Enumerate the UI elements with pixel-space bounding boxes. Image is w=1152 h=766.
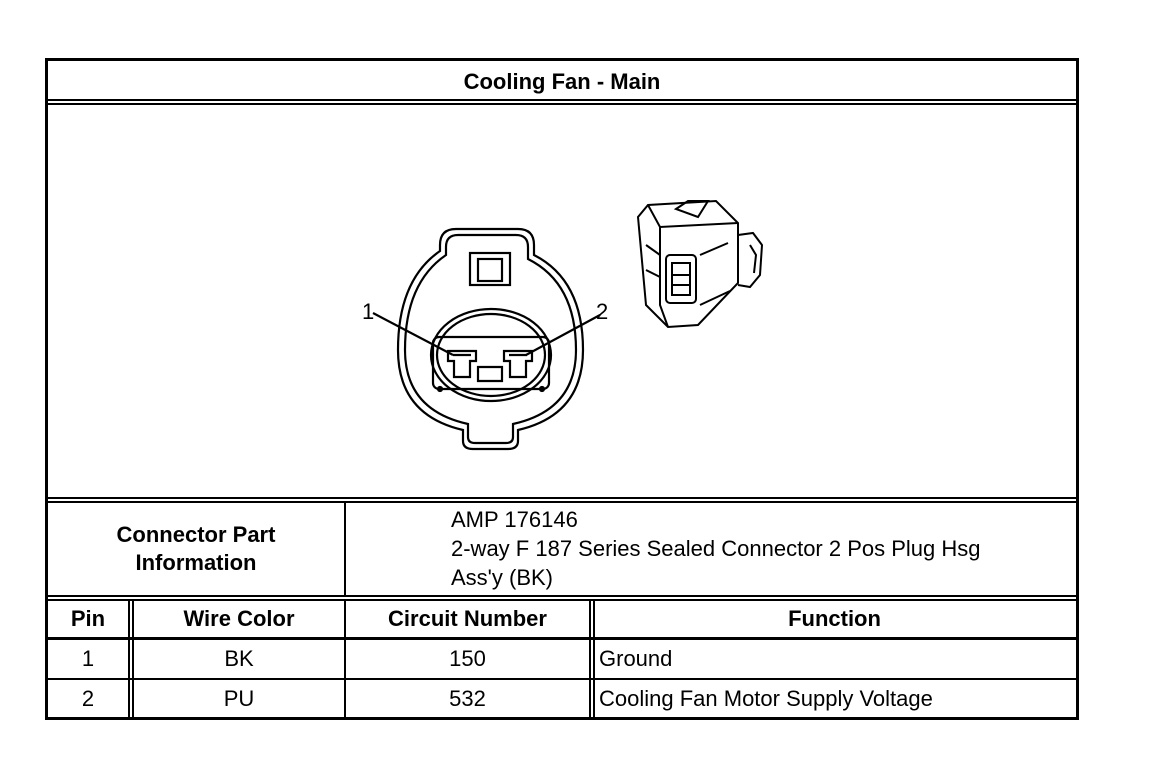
row-1-circuit: 150 — [449, 646, 486, 671]
divider — [132, 599, 134, 717]
connector-part-label-line1: Connector Part — [116, 522, 276, 547]
connector-part-label: Connector Part Information — [48, 503, 344, 595]
connector-perspective-view — [636, 199, 764, 329]
divider — [128, 599, 130, 717]
connector-housing-inner — [403, 233, 578, 445]
table-title: Cooling Fan - Main — [463, 69, 661, 94]
divider — [48, 497, 1076, 499]
header-circuit-number: Circuit Number — [388, 606, 547, 631]
pin-label-1: 1 — [362, 299, 374, 324]
row-2-function: Cooling Fan Motor Supply Voltage — [599, 686, 933, 711]
pin-2-leader — [525, 314, 601, 356]
seal-ring-inner — [435, 312, 547, 398]
divider — [48, 637, 1076, 640]
pin-label-2: 2 — [596, 299, 608, 324]
divider — [593, 599, 595, 717]
connector-part-label-line2: Information — [135, 550, 257, 575]
divider — [48, 99, 1076, 101]
connector-table: Cooling Fan - Main — [45, 58, 1079, 720]
part-description-cont: Ass'y (BK) — [451, 565, 553, 590]
divider — [344, 599, 346, 717]
divider — [48, 599, 1076, 601]
pin-1-leader — [372, 312, 454, 356]
row-2-wire-color: PU — [223, 686, 255, 711]
divider — [48, 595, 1076, 597]
row-1-pin: 1 — [81, 646, 95, 671]
divider — [589, 599, 591, 717]
row-2-circuit: 532 — [449, 686, 486, 711]
connector-part-info: AMP 176146 2-way F 187 Series Sealed Con… — [451, 505, 1071, 592]
header-function: Function — [788, 606, 881, 631]
row-1-wire-color: BK — [224, 646, 254, 671]
header-wire-color: Wire Color — [183, 606, 295, 631]
part-number: AMP 176146 — [451, 507, 578, 532]
pin-1-cavity — [446, 349, 478, 379]
row-1-function: Ground — [599, 646, 673, 671]
part-description: 2-way F 187 Series Sealed Connector 2 Po… — [451, 536, 981, 561]
lock-tab — [468, 251, 512, 287]
divider — [344, 501, 346, 595]
divider — [48, 103, 1076, 105]
divider — [48, 678, 1076, 680]
pin-2-cavity — [502, 349, 534, 379]
seal-ring-outer — [429, 307, 553, 403]
connector-housing-outline — [396, 227, 585, 451]
row-2-pin: 2 — [81, 686, 95, 711]
divider — [48, 501, 1076, 503]
connector-drawing: 1 2 — [48, 105, 1076, 497]
connector-diagram: 1 2 — [362, 199, 764, 451]
header-pin: Pin — [70, 606, 106, 631]
